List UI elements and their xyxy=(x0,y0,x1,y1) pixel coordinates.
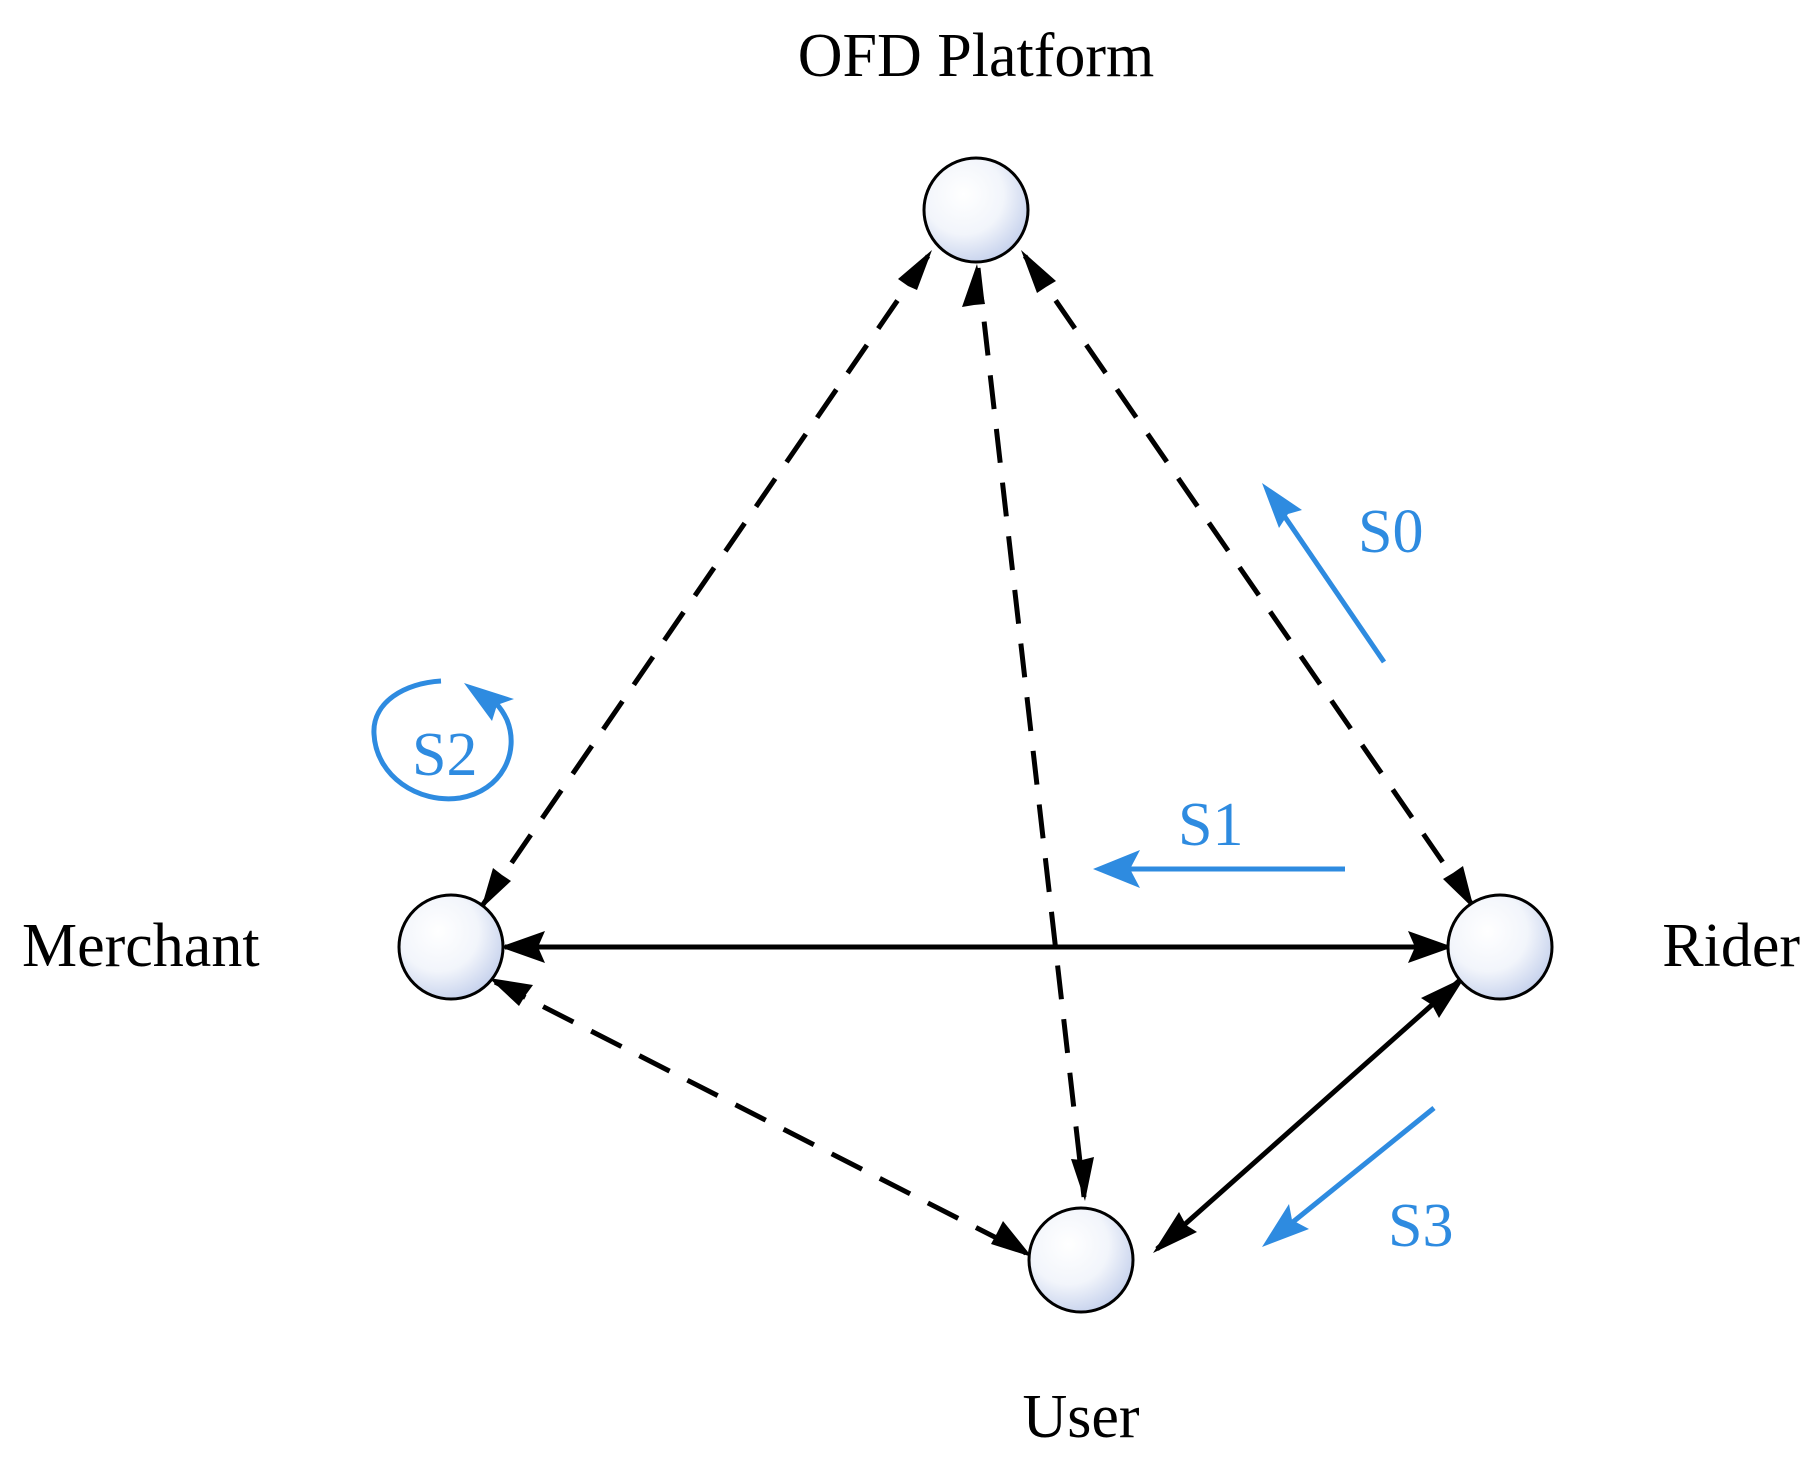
arrowhead-rider-end-2 xyxy=(1408,931,1453,963)
node-platform xyxy=(922,156,1030,264)
node-label-rider: Rider xyxy=(1662,912,1800,980)
arrowhead-rider-end xyxy=(1443,866,1474,909)
arrowhead-user-end xyxy=(1071,1157,1094,1201)
step-s2-loop xyxy=(371,678,514,802)
arrowhead-rider-end-3 xyxy=(1421,977,1465,1018)
step-s1-label: S1 xyxy=(1178,791,1243,859)
node-merchant xyxy=(397,893,505,1001)
step-s3-label: S3 xyxy=(1388,1192,1453,1260)
arrowhead-merchant-end-2 xyxy=(500,931,545,963)
step-s2-label: S2 xyxy=(412,721,477,789)
step-s0-label: S0 xyxy=(1358,498,1423,566)
arrowhead-user-end-2 xyxy=(991,1221,1032,1257)
arrowhead-merchant-end-3 xyxy=(489,978,533,1006)
node-label-user: User xyxy=(1022,1383,1139,1451)
arrowhead-user-end-3 xyxy=(1153,1212,1197,1253)
node-label-merchant: Merchant xyxy=(22,912,260,980)
edges xyxy=(479,250,1476,1257)
arrowhead-platform-end xyxy=(898,250,932,290)
node-user xyxy=(1027,1206,1135,1314)
edge-rider-user xyxy=(1155,978,1462,1251)
step-indicators: S0 S1 S2 S3 xyxy=(371,483,1453,1260)
step-s0-arrowhead xyxy=(1262,483,1302,528)
step-s0-arrow xyxy=(1269,496,1387,664)
step-s3-arrow xyxy=(1281,1106,1436,1232)
edge-platform-rider xyxy=(1022,254,1476,908)
edge-platform-user xyxy=(975,267,1087,1198)
node-rider xyxy=(1446,893,1554,1001)
edge-merchant-user xyxy=(493,979,1028,1256)
edge-platform-merchant xyxy=(479,254,931,908)
arrowhead-merchant-end xyxy=(481,868,511,909)
nodes xyxy=(397,156,1554,1314)
step-s1-arrowhead xyxy=(1093,850,1140,888)
node-label-platform: OFD Platform xyxy=(798,22,1155,90)
step-s3-arrowhead xyxy=(1262,1204,1309,1247)
arrowhead-platform-end-2 xyxy=(962,264,985,307)
step-s2-arrowhead xyxy=(464,683,514,721)
arrowhead-platform-end-3 xyxy=(1021,250,1056,293)
